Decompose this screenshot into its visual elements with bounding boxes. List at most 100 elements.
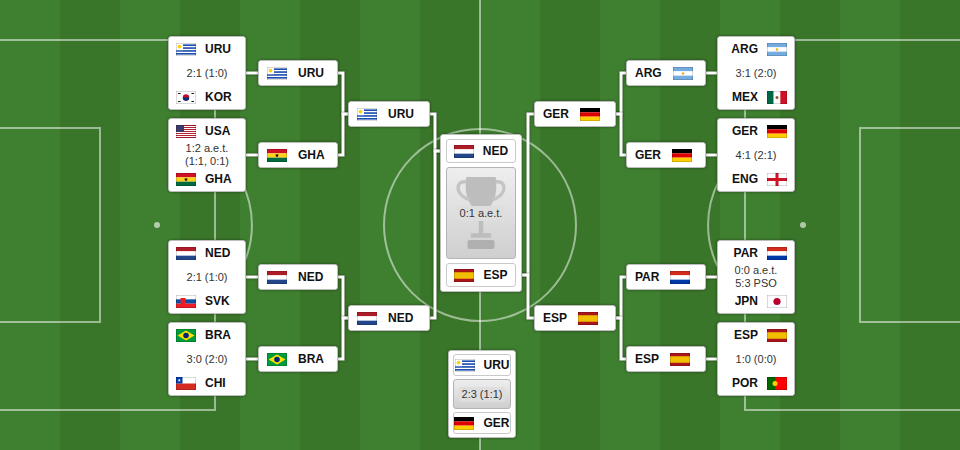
team-code: ESP <box>734 328 758 342</box>
flag-icon <box>767 91 787 104</box>
team-code: USA <box>205 124 230 138</box>
team-code: BRA <box>298 352 324 366</box>
bracket-line <box>430 151 440 318</box>
team-row: URU <box>267 66 324 80</box>
bracket-line <box>246 276 258 279</box>
team-box: ESP <box>626 346 706 372</box>
team-row: KOR <box>174 89 240 105</box>
team-code: ARG <box>731 42 758 56</box>
team-code: CHI <box>205 376 226 390</box>
team-box: ESP <box>534 305 616 331</box>
team-code: BRA <box>205 328 231 342</box>
flag-icon <box>357 312 377 325</box>
team-code: GHA <box>205 172 232 186</box>
match-score: 1:0 (0:0) <box>736 353 777 366</box>
team-row: ESP <box>543 311 598 325</box>
match-score: 1:2 a.e.t. (1:1, 0:1) <box>179 142 235 168</box>
team-row: ARG <box>635 66 693 80</box>
team-code: SVK <box>205 294 230 308</box>
third-place-box: URU 2:3 (1:1) GER <box>448 350 516 438</box>
match-box: ARG3:1 (2:0)MEX <box>717 36 795 110</box>
match-score: 2:1 (1:0) <box>187 271 228 284</box>
match-box: NED 2:1 (1:0) SVK <box>168 240 246 314</box>
match-box: ESP 1:0 (0:0) POR <box>717 322 795 396</box>
match-score: 4:1 (2:1) <box>736 149 777 162</box>
flag-icon <box>767 247 787 260</box>
bracket-line <box>430 114 440 151</box>
team-code: MEX <box>732 90 758 104</box>
match-score: 2:1 (1:0) <box>187 67 228 80</box>
team-row: BRA <box>174 327 240 343</box>
team-row: BRA <box>267 352 324 366</box>
final-box: NED 0:1 a.e.t. ESP <box>440 134 522 292</box>
team-row: SVK <box>174 293 240 309</box>
team-row: URU <box>453 354 511 376</box>
flag-icon <box>454 417 474 430</box>
bracket-line <box>706 276 717 279</box>
bracket-line <box>246 154 258 157</box>
flag-icon <box>176 43 196 56</box>
flag-icon <box>176 125 196 138</box>
bracket-line <box>616 277 626 318</box>
bracket-line <box>338 114 348 155</box>
bracket-line <box>706 358 717 361</box>
team-row: URU <box>174 41 240 57</box>
match-score: 0:1 a.e.t. <box>457 206 506 221</box>
team-row: POR <box>723 375 789 391</box>
match-box: URU 2:1 (1:0) KOR <box>168 36 246 110</box>
flag-icon <box>176 247 196 260</box>
team-code: NED <box>388 311 413 325</box>
flag-icon <box>767 295 787 308</box>
team-box: ARG <box>626 60 706 86</box>
flag-icon <box>176 91 196 104</box>
team-row: JPN <box>723 293 789 309</box>
team-box: URU <box>348 101 430 127</box>
flag-icon <box>455 359 475 372</box>
bracket-line <box>246 72 258 75</box>
flag-icon <box>176 377 196 390</box>
team-code: NED <box>205 246 230 260</box>
team-row: GER <box>543 107 600 121</box>
team-row: NED <box>446 139 516 163</box>
flag-icon <box>267 67 287 80</box>
bracket-line <box>616 114 626 155</box>
match-score: 0:0 a.e.t. 5:3 PSO <box>728 264 784 290</box>
match-box: BRA3:0 (2:0)CHI <box>168 322 246 396</box>
team-row: ENG <box>723 171 789 187</box>
bracket-line <box>616 73 626 114</box>
flag-icon <box>670 271 690 284</box>
match-score: 2:3 (1:1) <box>459 387 506 402</box>
bracket-line <box>246 358 258 361</box>
team-code: JPN <box>735 294 758 308</box>
team-row: ESP <box>635 352 690 366</box>
team-box: GER <box>626 142 706 168</box>
flag-icon <box>267 271 287 284</box>
team-row: GER <box>453 412 511 434</box>
team-code: GER <box>635 148 661 162</box>
team-row: USA <box>174 123 240 139</box>
team-code: ENG <box>732 172 758 186</box>
team-box: URU <box>258 60 338 86</box>
flag-icon <box>176 295 196 308</box>
team-box: GER <box>534 101 616 127</box>
team-row: NED <box>267 270 323 284</box>
flag-icon <box>767 173 787 186</box>
bracket-line <box>338 277 348 318</box>
flag-icon <box>267 353 287 366</box>
team-row: ESP <box>446 263 516 287</box>
team-row: NED <box>174 245 240 261</box>
team-code: ESP <box>543 311 567 325</box>
flag-icon <box>673 67 693 80</box>
team-row: ARG <box>723 41 789 57</box>
flag-icon <box>267 149 287 162</box>
team-box: NED <box>258 264 338 290</box>
flag-icon <box>578 312 598 325</box>
bracket-line <box>706 154 717 157</box>
flag-icon <box>176 329 196 342</box>
team-box: NED <box>348 305 430 331</box>
team-row: PAR <box>635 270 690 284</box>
team-row: NED <box>357 311 413 325</box>
team-row: MEX <box>723 89 789 105</box>
team-code: ESP <box>483 268 507 282</box>
flag-icon <box>454 269 474 282</box>
